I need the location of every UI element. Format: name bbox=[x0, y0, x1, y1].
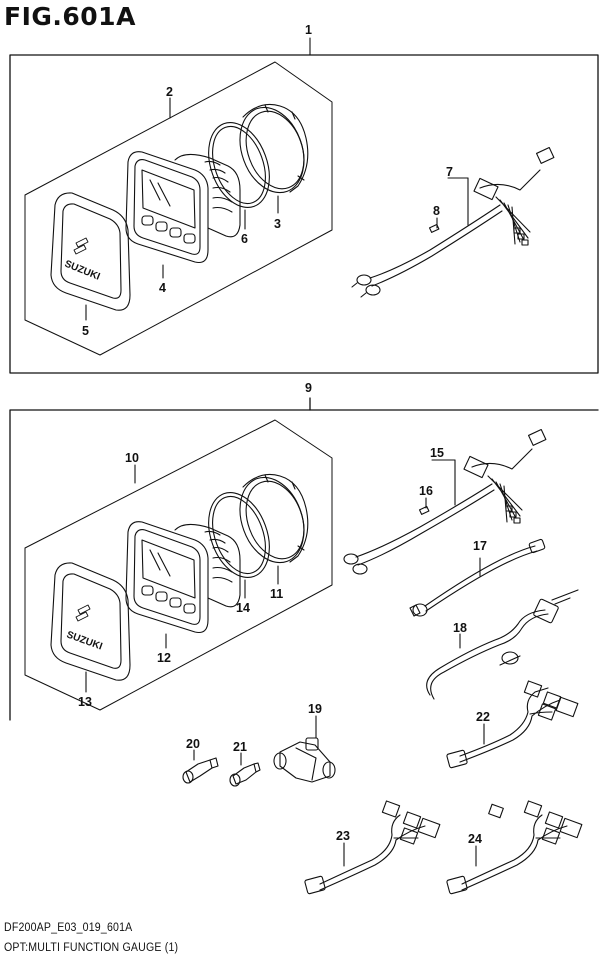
callout-19: 19 bbox=[308, 702, 322, 716]
callout-9: 9 bbox=[305, 381, 312, 395]
callout-2: 2 bbox=[166, 85, 173, 99]
gauge-kit-frame-bottom bbox=[24, 419, 333, 711]
terminator-20 bbox=[182, 757, 219, 784]
callout-11: 11 bbox=[270, 587, 283, 601]
wire-harness-bottom bbox=[343, 428, 547, 575]
branch-harness-23 bbox=[304, 800, 441, 895]
callout-17: 17 bbox=[473, 539, 487, 553]
callout-1: 1 bbox=[305, 23, 312, 37]
callout-8: 8 bbox=[433, 204, 440, 218]
gauge-unit-bottom bbox=[125, 521, 241, 634]
callout-6: 6 bbox=[241, 232, 248, 246]
extension-cable-17 bbox=[409, 538, 546, 617]
tee-connector-19 bbox=[273, 737, 336, 783]
callout-5: 5 bbox=[82, 324, 89, 338]
gauge-unit-top bbox=[125, 151, 241, 264]
assembly-9-frame bbox=[9, 397, 311, 721]
callout-21: 21 bbox=[233, 740, 247, 754]
callout-7: 7 bbox=[446, 165, 453, 179]
cover-brand-top: SUZUKI bbox=[63, 259, 102, 283]
gauge-cover-top: SUZUKI bbox=[50, 192, 131, 311]
callout-22: 22 bbox=[476, 710, 490, 724]
callout-16: 16 bbox=[419, 484, 433, 498]
callout-3: 3 bbox=[274, 217, 281, 231]
drawing-code: DF200AP_E03_019_601A bbox=[4, 922, 133, 934]
callout-10: 10 bbox=[125, 451, 139, 465]
callout-20: 20 bbox=[186, 737, 200, 751]
sensor-cable-18 bbox=[426, 589, 579, 700]
terminator-21 bbox=[229, 762, 261, 787]
callout-18: 18 bbox=[453, 621, 467, 635]
callout-13: 13 bbox=[78, 695, 92, 709]
drawing-description: OPT:MULTI FUNCTION GAUGE (1) bbox=[4, 942, 179, 954]
branch-harness-22 bbox=[446, 680, 579, 769]
cover-brand-bottom: SUZUKI bbox=[65, 629, 104, 652]
assembly-1-frame bbox=[9, 54, 599, 374]
bezel-nut-top bbox=[239, 103, 309, 194]
callout-4: 4 bbox=[159, 281, 166, 295]
figure-title: FIG.601A bbox=[4, 2, 136, 31]
callout-24: 24 bbox=[468, 832, 482, 846]
bezel-nut-bottom bbox=[239, 473, 309, 564]
seal-ring-top bbox=[208, 122, 270, 208]
callout-12: 12 bbox=[157, 651, 171, 665]
gauge-cover-bottom: SUZUKI bbox=[50, 562, 131, 681]
gauge-kit-frame-top bbox=[24, 61, 333, 356]
seal-ring-bottom bbox=[208, 492, 270, 578]
callout-15: 15 bbox=[430, 446, 444, 460]
callout-14: 14 bbox=[236, 601, 250, 615]
callout-23: 23 bbox=[336, 829, 350, 843]
wire-harness-top bbox=[351, 146, 555, 298]
branch-harness-24 bbox=[446, 800, 583, 895]
